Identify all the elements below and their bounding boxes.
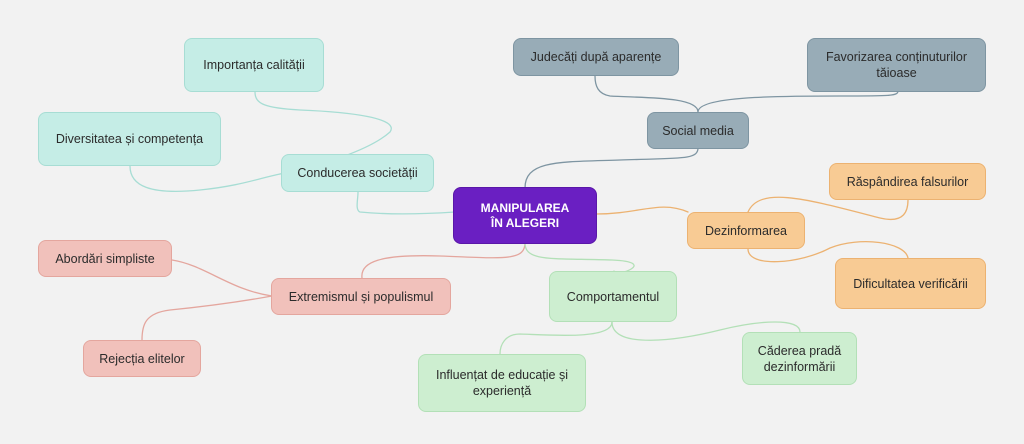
link-extremism-abordari [171, 259, 273, 297]
link-root-conducerea [356, 191, 456, 215]
link-root-comportamentul [524, 242, 635, 274]
node-rejectia-elitelor[interactable]: Rejecția elitelor [83, 340, 201, 377]
link-comport-influentat [499, 321, 613, 355]
link-root-extremismul [361, 242, 526, 279]
link-social-judecati [594, 75, 699, 113]
node-judecati-dupa-aparente[interactable]: Judecăți după aparențe [513, 38, 679, 76]
node-favorizarea-continuturilor[interactable]: Favorizarea conținuturilor tăioase [807, 38, 986, 92]
link-comport-caderea [611, 321, 801, 341]
node-abordari-simpliste[interactable]: Abordări simpliste [38, 240, 172, 277]
node-conducerea-societatii[interactable]: Conducerea societății [281, 154, 434, 192]
node-social-media[interactable]: Social media [647, 112, 749, 149]
node-dificultatea-verificarii[interactable]: Dificultatea verificării [835, 258, 986, 309]
link-root-social-media [524, 147, 699, 189]
link-conducerea-diversitatea [129, 165, 281, 192]
node-importanta-calitatii[interactable]: Importanța calității [184, 38, 324, 92]
node-influentat-de-educatie[interactable]: Influențat de educație și experiență [418, 354, 586, 412]
link-extremism-rejectia [141, 295, 273, 341]
node-caderea-prada-dezinformarii[interactable]: Căderea pradă dezinformării [742, 332, 857, 385]
link-dezinf-dificultatea [747, 241, 909, 263]
link-social-favorizarea [697, 90, 899, 113]
node-extremismul-si-populismul[interactable]: Extremismul și populismul [271, 278, 451, 315]
node-dezinformarea[interactable]: Dezinformarea [687, 212, 805, 249]
root-node[interactable]: MANIPULAREA ÎN ALEGERI [453, 187, 597, 244]
node-diversitatea-si-competenta[interactable]: Diversitatea și competența [38, 112, 221, 166]
link-dezinf-raspandirea [747, 196, 909, 221]
node-raspandirea-falsurilor[interactable]: Răspândirea falsurilor [829, 163, 986, 200]
node-comportamentul[interactable]: Comportamentul [549, 271, 677, 322]
link-root-dezinformarea [595, 206, 689, 215]
